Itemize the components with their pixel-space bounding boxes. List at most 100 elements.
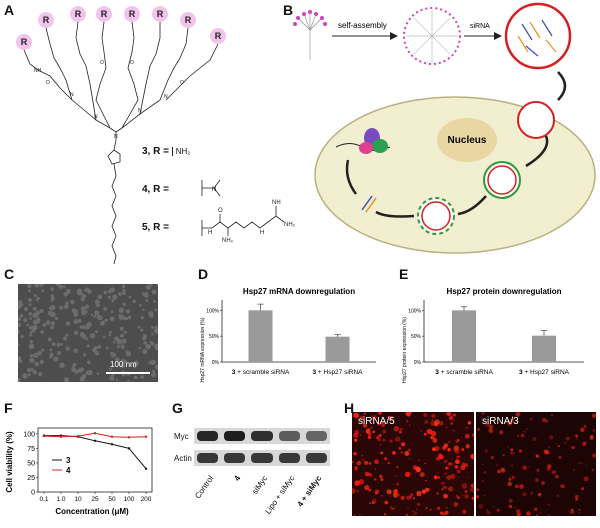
compound-number: 4, [142,184,151,195]
fluorescent-spot [483,494,486,497]
fluorescent-spot [476,495,480,499]
fluorescent-spot [384,500,389,505]
particle [133,375,138,380]
particle [23,318,28,323]
fluorescent-spot [440,511,444,515]
particle [47,337,52,342]
fluorescent-spot [455,459,460,465]
particle [122,288,126,293]
particle [86,360,91,365]
fluorescent-spot [582,441,587,446]
fluorescent-spot [414,511,418,515]
particle [55,284,60,286]
y-tick-label: 50% [209,334,220,340]
fluorescent-spot [379,443,382,446]
fluorescent-spot [443,459,448,464]
particle [86,322,92,328]
fluorescent-spot [575,497,579,501]
particle [122,302,127,307]
particle [121,338,127,344]
fluorescent-spot [537,492,542,497]
data-point [127,447,131,450]
r-label: R [101,9,108,19]
y-tick-label: 0 [31,490,35,497]
nh-label: H [208,230,212,236]
fluorescent-spot [405,514,408,516]
particle [71,308,76,313]
particle [72,362,77,367]
fluorescent-spot [371,414,377,420]
fluorescent-spot [455,441,458,443]
particle [63,304,69,310]
panel-e-label: E [399,266,409,282]
particle [104,318,108,322]
particle [29,333,33,337]
fluorescent-spot [376,437,382,442]
r-equals: R = [153,146,169,157]
particle [151,289,157,295]
fluorescent-spot [502,454,505,457]
fluorescent-spot [354,438,358,442]
bar [248,310,273,362]
r-label: R [129,9,136,19]
fluorescent-spot [379,474,383,479]
panel-h-label: H [344,400,355,416]
fluorescent-spot [536,468,540,473]
particle [37,317,41,321]
particle [18,360,22,363]
particle [103,307,108,311]
fluorescent-spot [410,493,414,497]
particle [90,313,94,317]
particle [71,367,76,373]
nucleus [437,118,497,162]
fluorescent-spot [367,435,372,440]
fluorescent-spot [424,462,426,465]
fluorescent-spot [492,505,495,508]
sirna-label: siRNA [470,23,490,30]
particle [119,326,124,331]
particle [38,371,43,377]
particle [115,378,119,382]
particle [108,333,112,337]
particle [102,320,105,323]
panel-a-structure: R R R R R R R R NH N N N [10,4,296,266]
fluorescent-spot [507,481,513,487]
fluorescent-spot [508,477,512,481]
fluorescent-spot [486,511,491,515]
r-label: R [75,9,82,19]
particle [85,310,88,313]
particle [122,359,128,365]
particle [87,289,92,294]
n-label: N [70,92,74,98]
particle [109,316,115,322]
particle [73,312,79,318]
fluorescent-spot [560,484,564,489]
y-axis-label: Cell viability (%) [5,431,14,493]
nucleus-label: Nucleus [448,135,487,146]
fluorescent-spot [547,503,550,506]
fluorescent-spot [571,445,575,450]
scale-bar [106,372,150,374]
arginine-drawing: H O NH₂ H NH NH₂ [200,194,310,247]
fluorescent-spot [430,420,436,427]
fluorescent-spot [401,451,404,454]
y-tick-label: 50% [411,334,422,340]
actin-band [305,453,327,463]
n-label: N [94,114,98,120]
particle [22,373,28,379]
fluorescent-spot [404,471,411,478]
fluorescent-spot [389,439,393,443]
fluorescent-spot [526,428,528,430]
particle [96,314,102,320]
fluorescent-spot [529,417,533,421]
particle [81,374,87,379]
particle [34,361,39,367]
particle [153,328,158,334]
fluorescent-spot [456,495,458,497]
fluorescent-spot [462,509,467,514]
fluorescent-spot [484,422,489,427]
particle [81,367,84,371]
particle [79,325,83,329]
particle [111,299,115,303]
fluorescent-spot [514,506,516,509]
